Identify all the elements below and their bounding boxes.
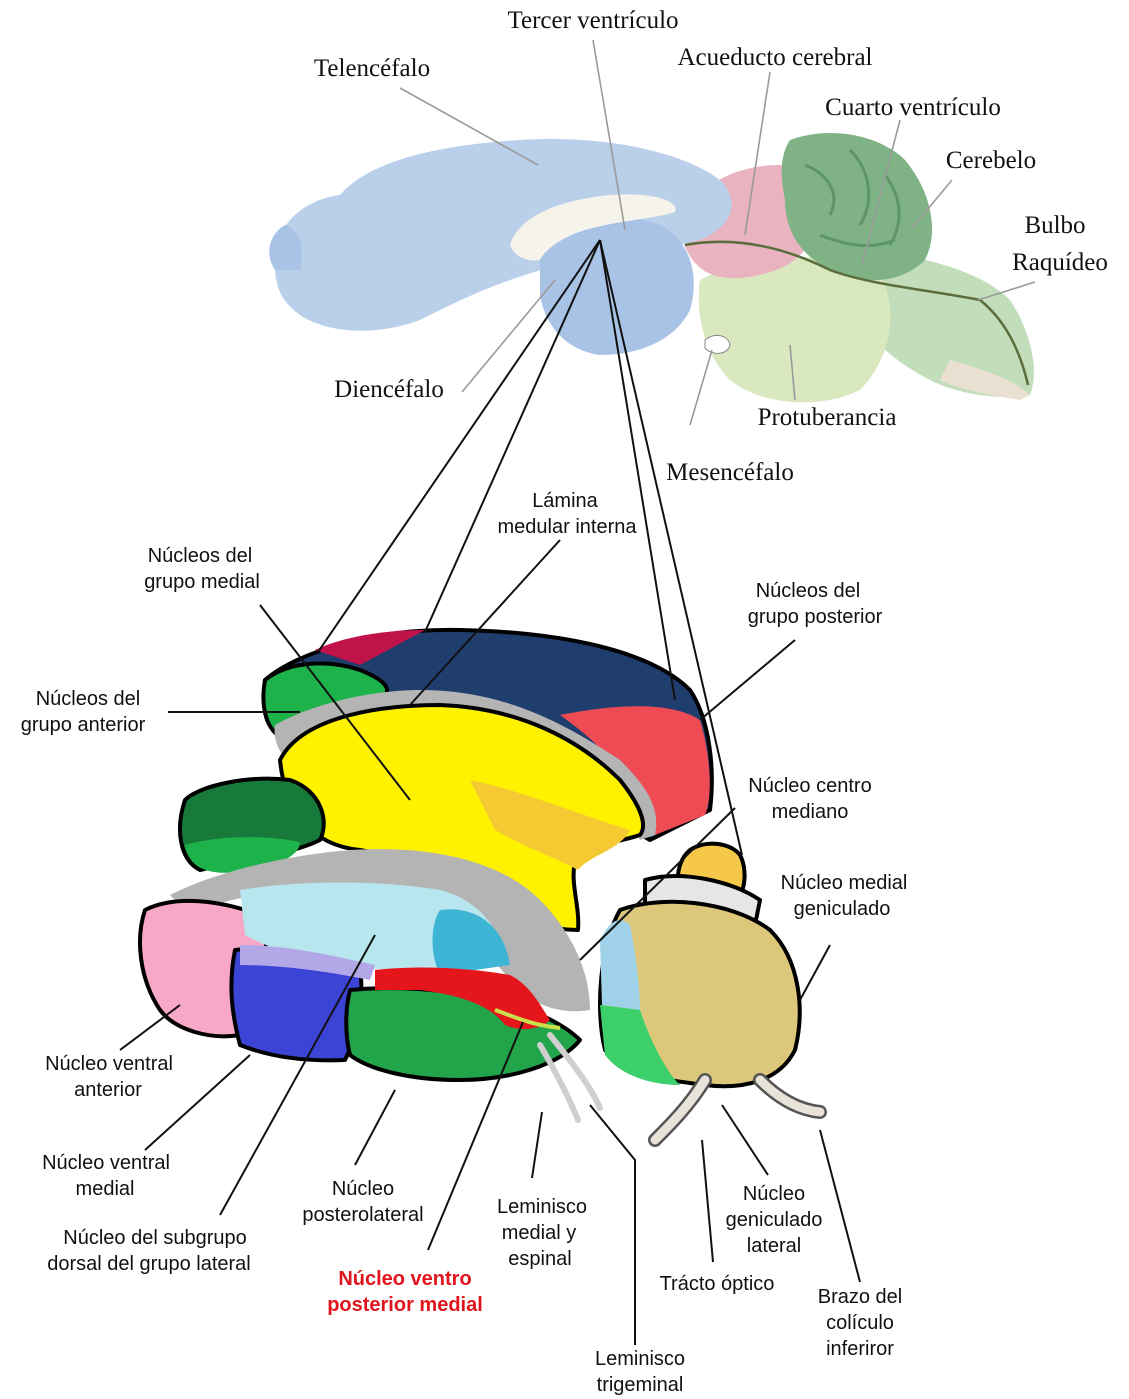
label-geniculado-lateral-3: lateral [747, 1235, 801, 1257]
label-geniculado-lateral-1: Núcleo [743, 1183, 805, 1205]
label-telencefalo: Telencéfalo [314, 55, 430, 82]
label-cerebelo: Cerebelo [946, 147, 1036, 174]
label-grupo-medial-2: grupo medial [144, 571, 260, 593]
pituitary [705, 335, 730, 353]
label-lemnisco-medial-3: espinal [508, 1248, 571, 1270]
label-lemnisco-trigeminal-2: trigeminal [597, 1374, 684, 1396]
brain-illustration [269, 133, 1034, 402]
label-raquideo: Raquídeo [1012, 249, 1108, 276]
label-vpm-2: posterior medial [327, 1294, 483, 1316]
label-subgrupo-dorsal-1: Núcleo del subgrupo [63, 1227, 246, 1249]
label-ventral-anterior-2: anterior [74, 1079, 142, 1101]
label-grupo-anterior-2: grupo anterior [21, 714, 146, 736]
label-lemnisco-trigeminal-1: Leminisco [595, 1348, 685, 1370]
label-ventral-medial-2: medial [76, 1178, 135, 1200]
optic-tract-left-inner [655, 1080, 705, 1140]
label-lemnisco-medial-2: medial y [502, 1222, 576, 1244]
label-lemnisco-medial-1: Leminisco [497, 1196, 587, 1218]
label-grupo-posterior-2: grupo posterior [748, 606, 883, 628]
label-tercer-ventriculo: Tercer ventrículo [507, 7, 678, 34]
label-mesencefalo: Mesencéfalo [666, 459, 794, 486]
label-grupo-anterior-1: Núcleos del [36, 688, 141, 710]
label-grupo-medial-1: Núcleos del [148, 545, 253, 567]
label-ventral-anterior-1: Núcleo ventral [45, 1053, 173, 1075]
label-vpm-1: Núcleo ventro [338, 1268, 471, 1290]
label-geniculado-lateral-2: geniculado [726, 1209, 823, 1231]
label-acueducto-cerebral: Acueducto cerebral [677, 44, 872, 71]
label-cuarto-ventriculo: Cuarto ventrículo [825, 94, 1001, 121]
label-ventral-medial-1: Núcleo ventral [42, 1152, 170, 1174]
label-diencefalo: Diencéfalo [334, 376, 444, 403]
label-brazo-3: inferiror [826, 1338, 894, 1360]
label-tracto-optico: Trácto óptico [660, 1273, 775, 1295]
label-grupo-posterior-1: Núcleos del [756, 580, 861, 602]
label-bulbo: Bulbo [1024, 212, 1085, 239]
label-lamina-1: Lámina [532, 490, 598, 512]
label-centro-mediano-1: Núcleo centro [748, 775, 871, 797]
label-posterolateral-1: Núcleo [332, 1178, 394, 1200]
label-brazo-1: Brazo del [818, 1286, 903, 1308]
label-subgrupo-dorsal-2: dorsal del grupo lateral [47, 1253, 250, 1275]
label-brazo-2: colículo [826, 1312, 894, 1334]
label-lamina-2: medular interna [498, 516, 638, 538]
label-medial-geniculado-2: geniculado [794, 898, 891, 920]
label-medial-geniculado-1: Núcleo medial [781, 872, 908, 894]
label-posterolateral-2: posterolateral [302, 1204, 423, 1226]
label-centro-mediano-2: mediano [772, 801, 849, 823]
label-protuberancia: Protuberancia [758, 404, 897, 431]
